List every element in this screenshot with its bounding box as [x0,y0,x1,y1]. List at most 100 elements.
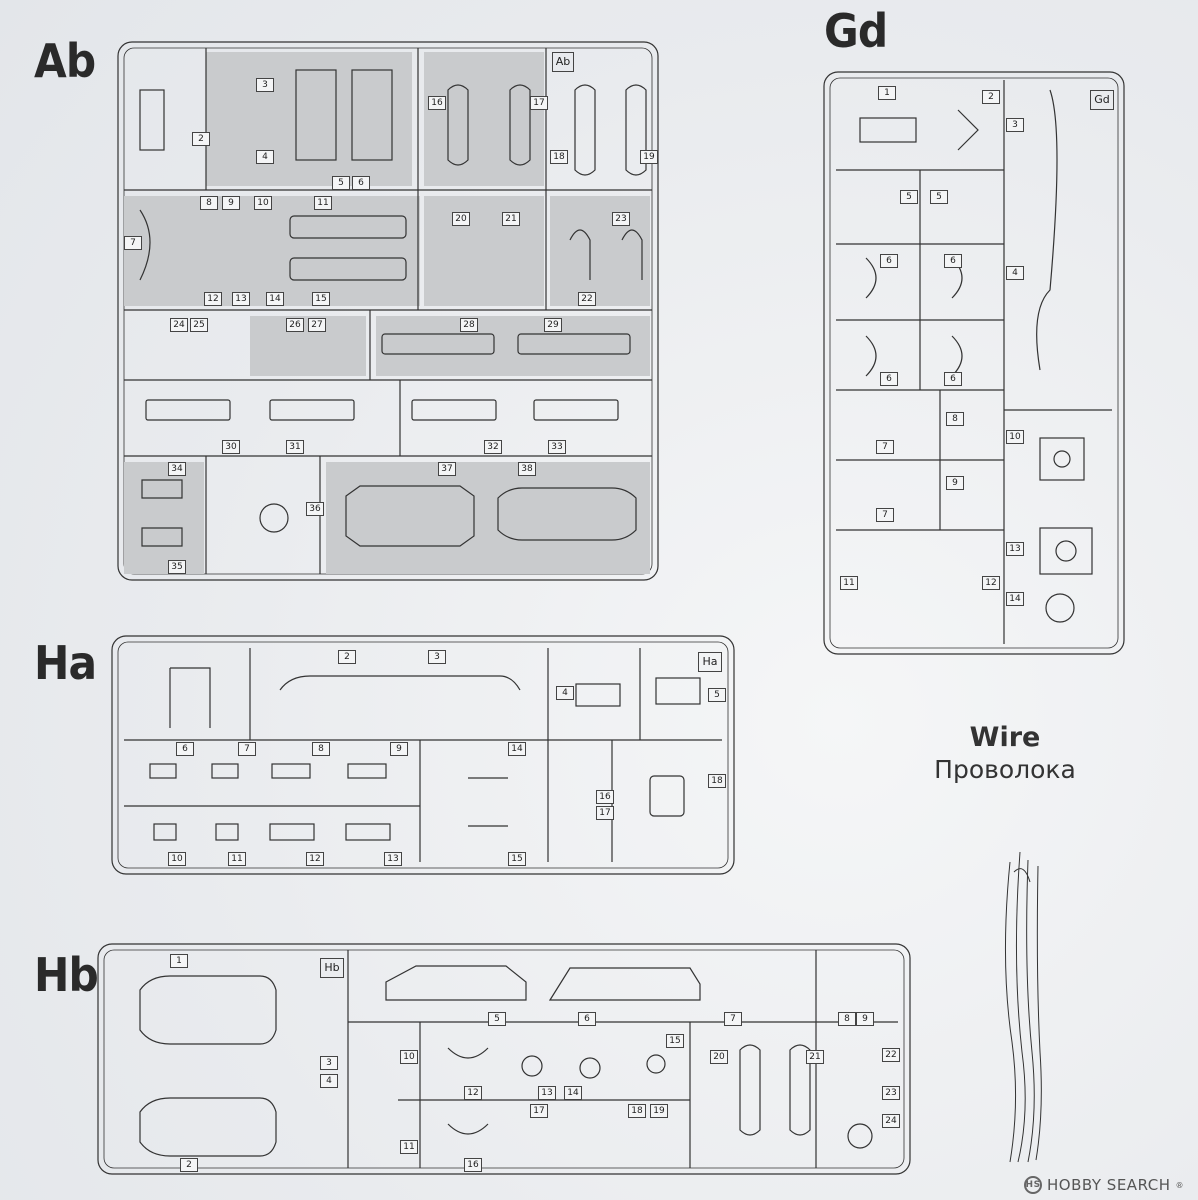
sprue-ha-part-number: 14 [508,742,526,756]
sprue-ab-panel-shaded [376,316,650,376]
sprue-title-ab: Ab [34,34,96,88]
sprue-hb-part-number: 20 [710,1050,728,1064]
sprue-ha-tag: Ha [698,652,722,672]
sprue-ab-part-number: 17 [530,96,548,110]
sprue-ha-part-number: 5 [708,688,726,702]
sprue-ab-part-number: 4 [256,150,274,164]
sprue-gd-part-number: 8 [946,412,964,426]
watermark-reg-mark: ® [1175,1180,1184,1190]
sprue-title-hb: Hb [34,948,99,1002]
sprue-hb-tag: Hb [320,958,344,978]
sprue-ha-part-number: 4 [556,686,574,700]
sprue-hb-part-number: 3 [320,1056,338,1070]
sprue-gd-part-number: 6 [944,372,962,386]
sprue-ab-part-number: 5 [332,176,350,190]
sprue-ab-part-number: 29 [544,318,562,332]
sprue-ab-part-number: 2 [192,132,210,146]
sprue-ab-frame [117,41,659,581]
sprue-hb-part-number: 16 [464,1158,482,1172]
sprue-ab-part-number: 9 [222,196,240,210]
sprue-gd-part-number: 4 [1006,266,1024,280]
sprue-ab-part-number: 33 [548,440,566,454]
sprue-gd-part-number: 10 [1006,430,1024,444]
sprue-hb-part-number: 5 [488,1012,506,1026]
sprue-ab-part-number: 15 [312,292,330,306]
sprue-gd-part-number: 12 [982,576,1000,590]
sprue-ab-part-number: 13 [232,292,250,306]
sprue-ab-panel-shaded [424,196,544,306]
sprue-ab-part-number: 12 [204,292,222,306]
sprue-ha-part-number: 11 [228,852,246,866]
sprue-ab-part-number: 30 [222,440,240,454]
watermark-brand: HOBBY SEARCH [1047,1176,1171,1194]
sprue-hb-part-number: 24 [882,1114,900,1128]
sprue-ha-part-number: 16 [596,790,614,804]
sprue-ha-part-number: 15 [508,852,526,866]
sprue-ab-panel-shaded [124,196,420,306]
sprue-ab-part-number: 25 [190,318,208,332]
sprue-hb-part-number: 15 [666,1034,684,1048]
sprue-hb-part-number: 1 [170,954,188,968]
sprue-ab-part-number: 20 [452,212,470,226]
sprue-gd-part-number: 6 [880,254,898,268]
sprue-gd-tag: Gd [1090,90,1114,110]
sprue-hb-part-number: 14 [564,1086,582,1100]
sprue-gd-part-number: 7 [876,508,894,522]
sprue-hb-part-number: 2 [180,1158,198,1172]
sprue-gd-part-number: 5 [930,190,948,204]
sprue-ha-part-number: 8 [312,742,330,756]
sprue-ab-panel-shaded [326,462,650,574]
sprue-ab-part-number: 24 [170,318,188,332]
sprue-ab-part-number: 37 [438,462,456,476]
sprue-ha-part-number: 13 [384,852,402,866]
sprue-gd-frame [823,71,1125,655]
sprue-hb-part-number: 13 [538,1086,556,1100]
sprue-ha-part-number: 3 [428,650,446,664]
sprue-ha-frame [111,635,735,875]
sprue-ab-panel-shaded [550,196,650,306]
sprue-hb-part-number: 10 [400,1050,418,1064]
sprue-hb-part-number: 11 [400,1140,418,1154]
hobbysearch-watermark: HS HOBBY SEARCH® [1024,1176,1184,1194]
sprue-hb-part-number: 12 [464,1086,482,1100]
sprue-ab-part-number: 21 [502,212,520,226]
sprue-hb-part-number: 18 [628,1104,646,1118]
sprue-ab-part-number: 22 [578,292,596,306]
sprue-ha-part-number: 2 [338,650,356,664]
sprue-gd-part-number: 14 [1006,592,1024,606]
sprue-hb-part-number: 17 [530,1104,548,1118]
sprue-ab-part-number: 26 [286,318,304,332]
sprue-hb-part-number: 19 [650,1104,668,1118]
sprue-ha-part-number: 7 [238,742,256,756]
sprue-ab-part-number: 3 [256,78,274,92]
sprue-gd-part-number: 6 [944,254,962,268]
sprue-ab-part-number: 14 [266,292,284,306]
sprue-gd-part-number: 1 [878,86,896,100]
wire-coil-illustration [1004,851,1042,1163]
sprue-ha-part-number: 9 [390,742,408,756]
sprue-ab-part-number: 38 [518,462,536,476]
wire-label-ru: Проволока [934,755,1076,784]
sprue-gd-part-number: 6 [880,372,898,386]
sprue-ab-part-number: 7 [124,236,142,250]
sprue-hb-part-number: 22 [882,1048,900,1062]
wire-label-en: Wire [969,722,1041,753]
sprue-gd-part-number: 3 [1006,118,1024,132]
sprue-ab-panel-shaded [124,462,204,574]
sprue-gd-part-number: 2 [982,90,1000,104]
sprue-hb-frame [97,943,911,1175]
sprue-hb-part-number: 21 [806,1050,824,1064]
sprue-ab-part-number: 23 [612,212,630,226]
sprue-hb-part-number: 6 [578,1012,596,1026]
sprue-ha-part-number: 18 [708,774,726,788]
sprue-ab-part-number: 8 [200,196,218,210]
sprue-ab-part-number: 34 [168,462,186,476]
sprue-ab-part-number: 16 [428,96,446,110]
sprue-hb-part-number: 7 [724,1012,742,1026]
sprue-ab-part-number: 6 [352,176,370,190]
sprue-gd-part-number: 5 [900,190,918,204]
sprue-ab-part-number: 18 [550,150,568,164]
sprue-ab-part-number: 27 [308,318,326,332]
